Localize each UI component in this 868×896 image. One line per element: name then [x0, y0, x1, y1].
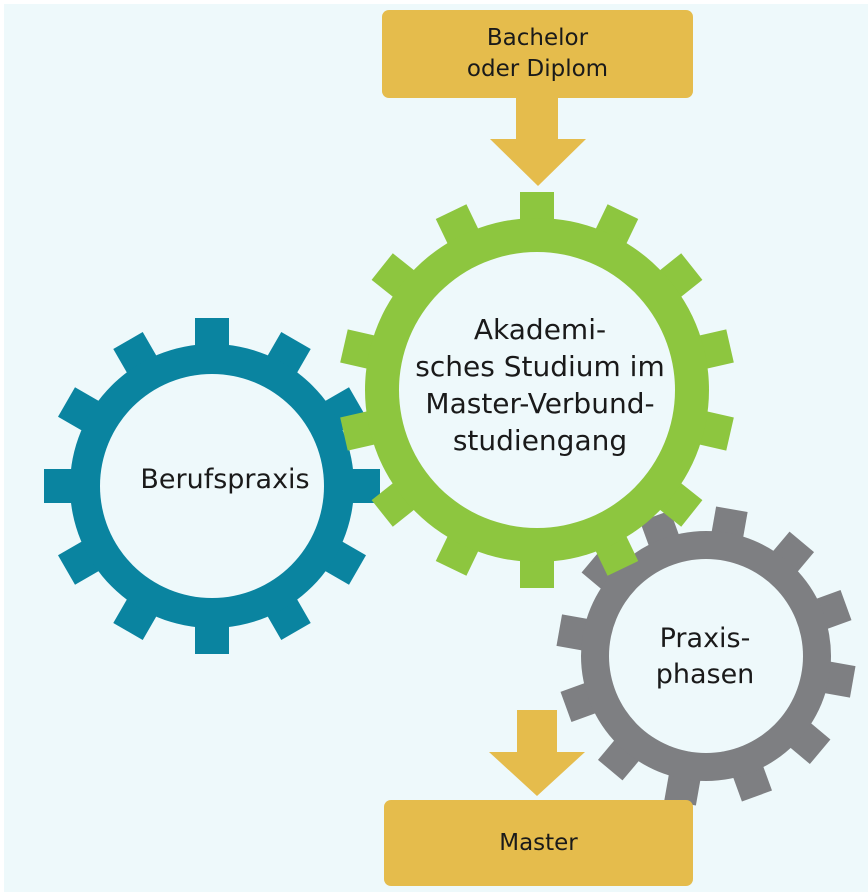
gear-right-label: Praxis- phasen [620, 612, 790, 702]
gear-left-label: Berufspraxis [110, 455, 340, 505]
gear-hole [399, 252, 675, 528]
gear-tooth [656, 480, 703, 527]
input-box-line1: Bachelor [486, 25, 589, 51]
gear-akademisches-studium [340, 192, 734, 588]
arrow-down-bottom [489, 710, 585, 796]
gear-main-line2: sches Studium im [415, 350, 665, 383]
gear-tooth [44, 469, 76, 503]
input-box-line2: oder Diplom [466, 56, 609, 82]
gear-main-line3: Master-Verbund- [425, 387, 655, 420]
gear-left-text: Berufspraxis [140, 464, 310, 495]
gear-tooth [597, 736, 642, 781]
output-box-master: Master [384, 800, 693, 886]
gear-hole [609, 559, 803, 753]
gear-tooth [348, 469, 380, 503]
gear-tooth [656, 253, 703, 300]
gear-main-label: Akademi- sches Studium im Master-Verbund… [400, 300, 680, 470]
gear-tooth [371, 480, 418, 527]
gear-tooth [770, 531, 815, 576]
gear-right-line1: Praxis- [659, 623, 751, 654]
gear-berufspraxis [44, 318, 380, 654]
gear-main-line1: Akademi- [473, 313, 607, 346]
arrow-down-top [490, 96, 586, 186]
input-box-bachelor: Bachelor oder Diplom [382, 10, 693, 98]
gear-hole [100, 374, 324, 598]
gear-main-line4: studiengang [452, 424, 628, 457]
gear-praxisphasen [556, 506, 856, 806]
gear-tooth [371, 253, 418, 300]
gear-right-line2: phasen [655, 659, 755, 690]
gear-tooth [786, 720, 831, 765]
output-box-label: Master [499, 829, 578, 856]
